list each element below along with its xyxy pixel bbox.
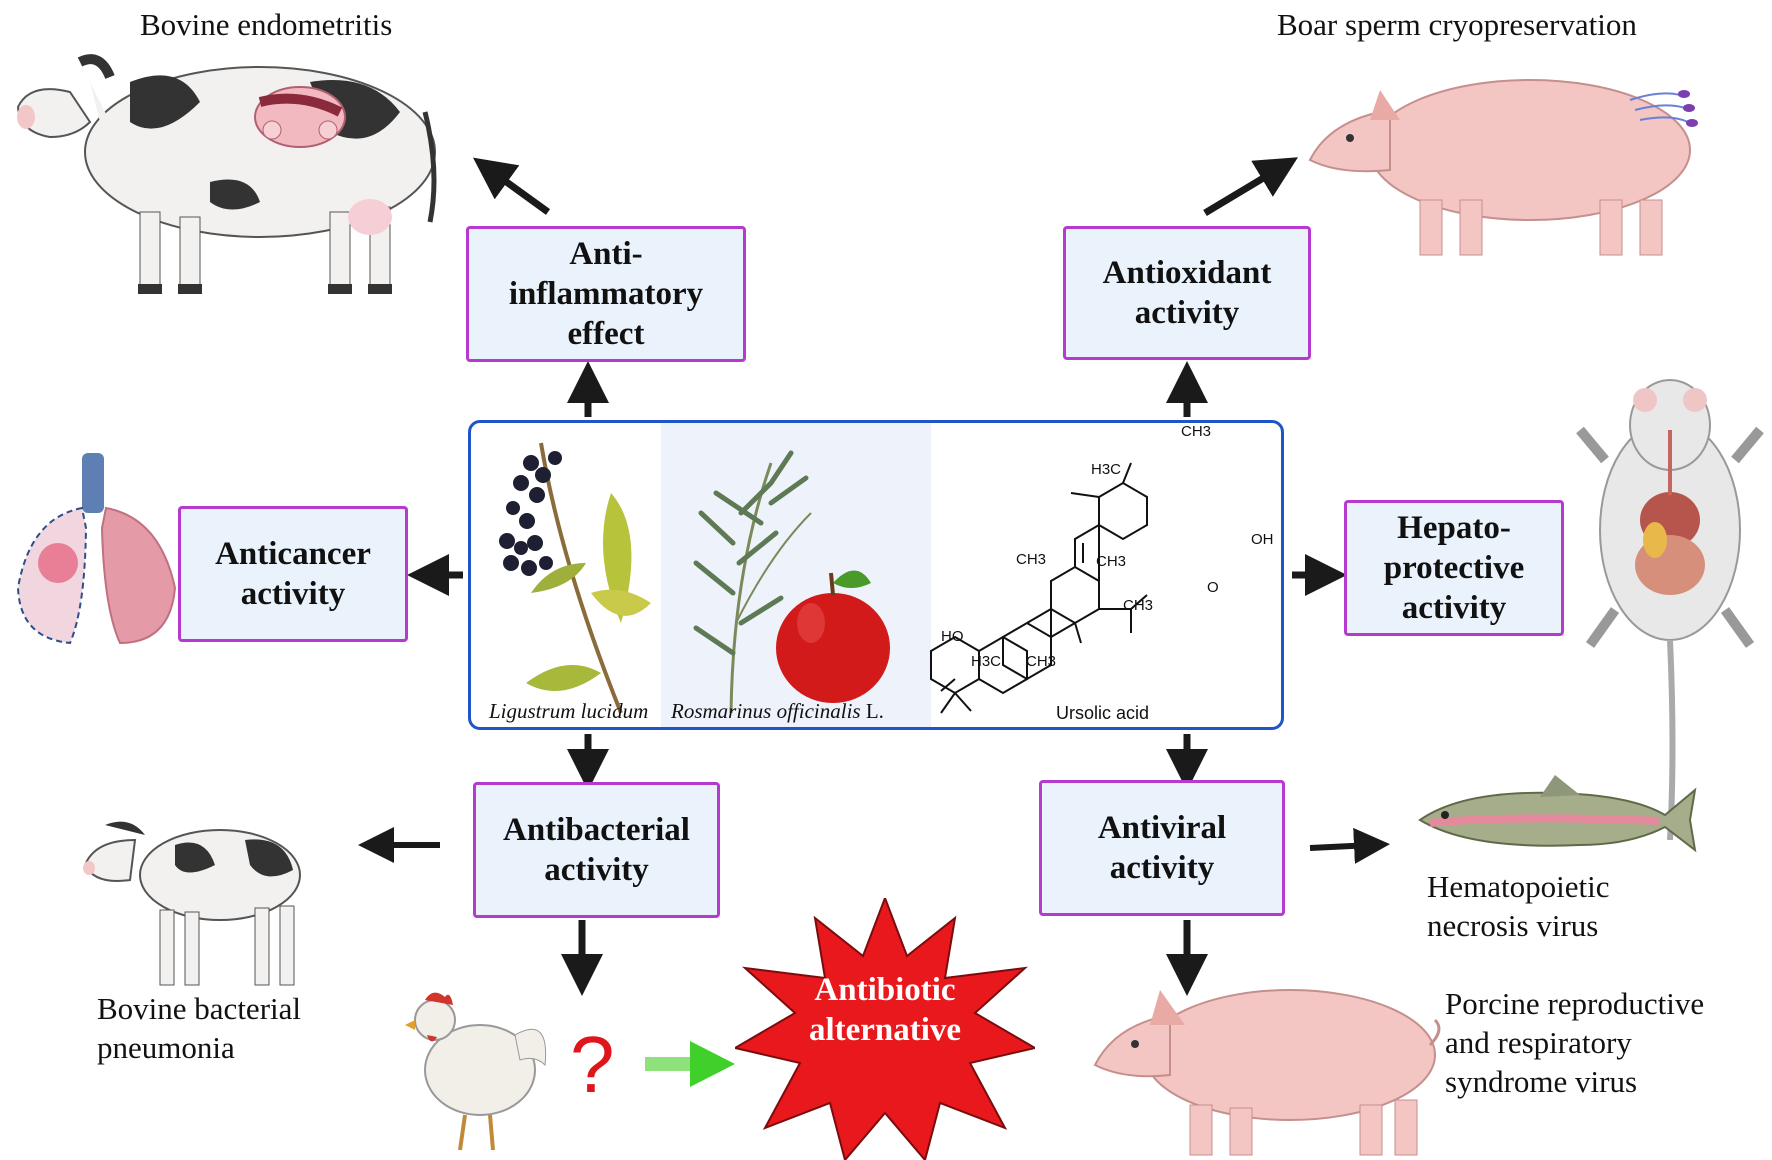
chem-label-h3c-left: H3C	[1091, 461, 1122, 478]
pig-icon-prrs	[1093, 989, 1441, 1156]
box-antioxidant: Antioxidant activity	[1063, 226, 1311, 360]
caption-rosmarinus-suffix: L.	[860, 699, 884, 723]
chem-label-oh: OH	[1251, 531, 1274, 548]
sperm-icon	[1629, 90, 1698, 127]
arrow-to-cow	[472, 157, 551, 215]
arrow-to-boar	[1203, 157, 1299, 217]
label-boar-sperm: Boar sperm cryopreservation	[1277, 7, 1637, 42]
pig-icon	[1308, 79, 1698, 256]
apple-icon	[776, 570, 890, 703]
trout-icon	[1418, 775, 1697, 853]
question-mark: ?	[570, 1020, 615, 1109]
label-bovine-endometritis: Bovine endometritis	[140, 7, 393, 42]
hepatoprotective-label: Hepato- protective activity	[1383, 509, 1525, 627]
chem-label-ho: HO	[941, 628, 964, 645]
chem-label-ch3-bottom: CH3	[1026, 653, 1057, 670]
uterus-icon	[254, 86, 346, 148]
center-panel: Ligustrum lucidum Rosmarinus officinalis…	[468, 420, 1284, 730]
box-antiviral: Antiviral activity	[1039, 780, 1285, 916]
chem-label-ch3-top: CH3	[1181, 423, 1212, 440]
mouse-icon	[1576, 379, 1764, 841]
cow-icon	[16, 54, 437, 294]
antibiotic-alternative-label: Antibiotic alternative	[808, 972, 962, 1049]
center-artwork	[499, 423, 1148, 727]
berries-icon	[499, 442, 651, 714]
anti-inflammatory-label: Anti- inflammatory effect	[508, 235, 704, 353]
caption-rosmarinus-name: Rosmarinus officinalis	[671, 699, 861, 723]
arrow-to-trout	[1309, 827, 1390, 864]
box-antibacterial: Antibacterial activity	[473, 782, 720, 918]
chem-label-ch3-b: CH3	[1096, 553, 1127, 570]
box-anticancer: Anticancer activity	[178, 506, 408, 642]
anticancer-label: Anticancer activity	[215, 535, 371, 612]
green-arrow	[645, 1041, 735, 1087]
chem-label-ch3-c: CH3	[1123, 597, 1154, 614]
chicken-icon	[405, 992, 547, 1151]
antiviral-label: Antiviral activity	[1097, 809, 1227, 886]
label-bovine-pneumonia: Bovine bacterial pneumonia	[97, 991, 301, 1065]
caption-rosmarinus: Rosmarinus officinalis L.	[671, 699, 884, 724]
caption-ligustrum: Ligustrum lucidum	[489, 699, 649, 723]
box-hepatoprotective: Hepato- protective activity	[1344, 500, 1564, 636]
ursolic-acid-structure	[930, 462, 1148, 714]
caption-ursolic-acid: Ursolic acid	[1056, 703, 1150, 723]
lungs-icon	[16, 453, 177, 645]
chem-label-o: O	[1207, 579, 1219, 596]
antibacterial-label: Antibacterial activity	[503, 811, 690, 888]
chem-label-ch3-a: CH3	[1016, 551, 1047, 568]
burst-icon	[735, 898, 1035, 1160]
rosemary-icon	[693, 450, 812, 714]
calf-icon	[83, 821, 301, 986]
antioxidant-label: Antioxidant activity	[1102, 254, 1272, 331]
box-anti-inflammatory: Anti- inflammatory effect	[466, 226, 746, 362]
label-prrs: Porcine reproductive and respiratory syn…	[1445, 986, 1705, 1099]
chem-label-h3c-bottom: H3C	[971, 653, 1002, 670]
label-hematopoietic: Hematopoietic necrosis virus	[1427, 869, 1610, 943]
